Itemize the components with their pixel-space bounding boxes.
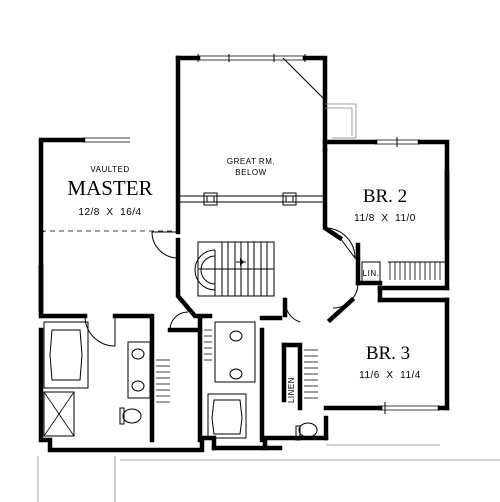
great-room-below-label: BELOW <box>235 168 266 177</box>
master-room-size: 12/8 X 16/4 <box>78 207 141 218</box>
br3-room-name: BR. 3 <box>366 343 410 364</box>
br2-room-size: 11/8 X 11/0 <box>354 213 416 224</box>
br3-room-size: 11/6 X 11/4 <box>359 370 421 381</box>
br3-bath-fixtures <box>295 261 445 441</box>
exterior-lines <box>37 444 500 502</box>
center-bath-fixtures <box>204 321 256 439</box>
walls <box>38 55 450 453</box>
great-room-railing <box>178 57 357 206</box>
master-vaulted-note: VAULTED <box>90 165 129 174</box>
linen-tall-label: LINEN <box>287 377 296 403</box>
great-room-label: GREAT RM. <box>227 157 275 166</box>
master-room-name: MASTER <box>67 176 152 200</box>
windows <box>38 54 450 414</box>
linen-small-label: LIN. <box>363 269 380 278</box>
br2-room-name: BR. 2 <box>363 186 407 207</box>
staircase <box>194 241 275 297</box>
door-swings <box>84 227 359 347</box>
master-bath-fixtures <box>43 321 170 437</box>
